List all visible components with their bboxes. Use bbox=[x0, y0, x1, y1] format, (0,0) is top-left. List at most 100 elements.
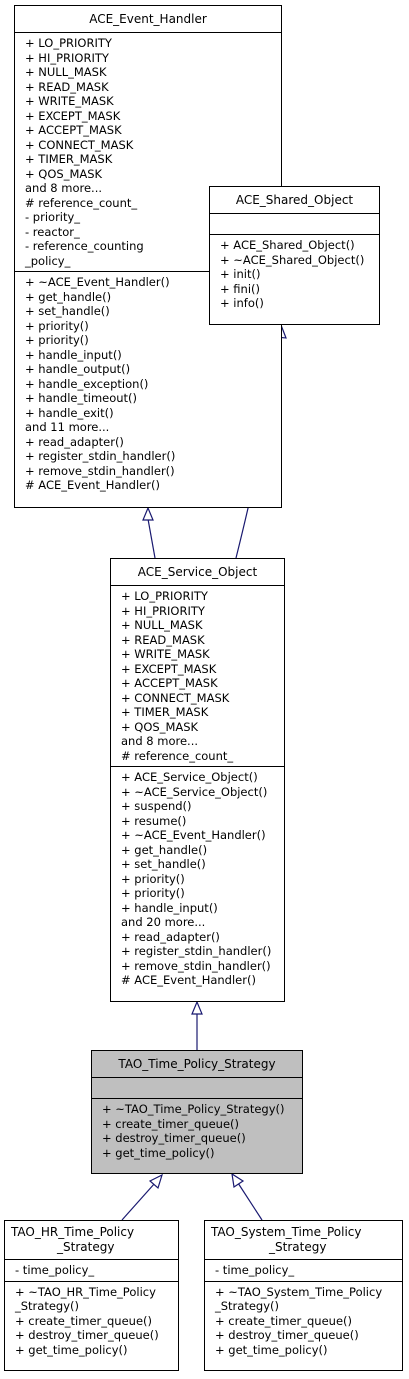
operation[interactable]: + get_time_policy() bbox=[102, 1145, 215, 1160]
class-name-line: TAO_System_Time_Policy bbox=[211, 1225, 362, 1239]
operation[interactable]: + info() bbox=[220, 296, 264, 310]
arrowhead-strategy-left bbox=[148, 1173, 163, 1190]
attribute: + NULL_MASK bbox=[25, 65, 107, 79]
attribute: + TIMER_MASK bbox=[121, 705, 209, 719]
class-ace-service-object[interactable]: ACE_Service_Object + LO_PRIORITY + HI_PR… bbox=[110, 558, 285, 1002]
operation[interactable]: + get_time_policy() bbox=[15, 1342, 128, 1357]
operation[interactable]: + handle_output() bbox=[25, 362, 131, 376]
edge-service-to-event-handler bbox=[147, 518, 156, 559]
class-name-line: _Strategy bbox=[57, 1240, 115, 1254]
attributes-section: - time_policy_ bbox=[205, 1260, 402, 1282]
operation[interactable]: + get_time_policy() bbox=[215, 1342, 328, 1357]
operation[interactable]: + ~ACE_Shared_Object() bbox=[220, 252, 365, 267]
more-operations-link[interactable]: and 11 more... bbox=[25, 420, 110, 434]
class-ace-shared-object[interactable]: ACE_Shared_Object + ACE_Shared_Object() … bbox=[209, 186, 380, 325]
operation[interactable]: + create_timer_queue() bbox=[102, 1116, 240, 1131]
attributes-section: + LO_PRIORITY + HI_PRIORITY + NULL_MASK … bbox=[111, 586, 284, 767]
attribute: + ACCEPT_MASK bbox=[25, 123, 122, 137]
attribute: + HI_PRIORITY bbox=[25, 50, 109, 65]
operation[interactable]: + ~TAO_HR_Time_Policy bbox=[15, 1284, 156, 1299]
attributes-section: - time_policy_ bbox=[5, 1260, 178, 1282]
class-name: ACE_Event_Handler bbox=[15, 6, 281, 33]
operation[interactable]: + ACE_Service_Object() bbox=[121, 770, 258, 784]
class-name: TAO_HR_Time_Policy _Strategy bbox=[5, 1221, 178, 1260]
operation[interactable]: + handle_timeout() bbox=[25, 391, 138, 405]
operation[interactable]: + ~TAO_System_Time_Policy bbox=[215, 1284, 383, 1299]
attribute: + CONNECT_MASK bbox=[121, 690, 230, 705]
operation[interactable]: + create_timer_queue() bbox=[15, 1313, 153, 1328]
attribute: + ACCEPT_MASK bbox=[121, 676, 218, 690]
attribute: + CONNECT_MASK bbox=[25, 137, 134, 152]
operations-section: + ~TAO_Time_Policy_Strategy() + create_t… bbox=[92, 1099, 302, 1163]
attribute: + READ_MASK bbox=[121, 632, 205, 647]
attribute: + NULL_MASK bbox=[121, 618, 203, 632]
attribute: + QOS_MASK bbox=[121, 719, 199, 734]
attributes-section bbox=[210, 214, 379, 235]
operation[interactable]: + ~ACE_Event_Handler() bbox=[121, 828, 266, 842]
attribute: + WRITE_MASK bbox=[121, 647, 210, 661]
operation[interactable]: + register_stdin_handler() bbox=[121, 944, 272, 958]
more-operations-link[interactable]: and 20 more... bbox=[121, 915, 206, 929]
operation[interactable]: + handle_input() bbox=[121, 900, 218, 915]
operation[interactable]: + register_stdin_handler() bbox=[25, 449, 176, 463]
operation[interactable]: + ~ACE_Event_Handler() bbox=[25, 275, 170, 289]
operation[interactable]: + ~ACE_Service_Object() bbox=[121, 784, 268, 799]
attribute: + WRITE_MASK bbox=[25, 94, 114, 108]
edge-system-to-strategy bbox=[237, 1182, 263, 1221]
operation[interactable]: _Strategy() bbox=[215, 1299, 279, 1313]
operation[interactable]: + priority() bbox=[121, 871, 185, 886]
operation[interactable]: + read_adapter() bbox=[25, 434, 124, 449]
class-name: ACE_Service_Object bbox=[111, 559, 284, 586]
operation[interactable]: + set_handle() bbox=[25, 304, 110, 318]
operation[interactable]: + get_handle() bbox=[25, 289, 112, 304]
class-tao-time-policy-strategy[interactable]: TAO_Time_Policy_Strategy + ~TAO_Time_Pol… bbox=[91, 1050, 303, 1174]
operation[interactable]: # ACE_Event_Handler() bbox=[121, 973, 256, 987]
class-tao-hr-time-policy-strategy[interactable]: TAO_HR_Time_Policy _Strategy - time_poli… bbox=[4, 1220, 179, 1371]
operation[interactable]: + destroy_timer_queue() bbox=[215, 1328, 359, 1342]
attribute: # reference_count_ bbox=[121, 748, 234, 763]
attribute: + TIMER_MASK bbox=[25, 152, 113, 166]
operation[interactable]: + priority() bbox=[25, 333, 89, 347]
attribute: + QOS_MASK bbox=[25, 166, 103, 181]
operation[interactable]: + remove_stdin_handler() bbox=[121, 958, 271, 973]
class-name: TAO_System_Time_Policy _Strategy bbox=[205, 1221, 402, 1260]
edge-hr-to-strategy bbox=[121, 1182, 156, 1221]
operation[interactable]: + create_timer_queue() bbox=[215, 1313, 353, 1328]
operations-section: + ACE_Shared_Object() + ~ACE_Shared_Obje… bbox=[210, 235, 379, 314]
more-attributes-link[interactable]: and 8 more... bbox=[25, 181, 103, 195]
operation[interactable]: + ~TAO_Time_Policy_Strategy() bbox=[102, 1102, 285, 1116]
attribute: + HI_PRIORITY bbox=[121, 603, 205, 618]
attribute: + READ_MASK bbox=[25, 79, 109, 94]
operations-section: + ~TAO_HR_Time_Policy _Strategy() + crea… bbox=[5, 1282, 178, 1361]
operation[interactable]: + ACE_Shared_Object() bbox=[220, 238, 355, 252]
operation[interactable]: + handle_exit() bbox=[25, 405, 114, 420]
attribute: + LO_PRIORITY bbox=[25, 36, 112, 50]
attribute: + EXCEPT_MASK bbox=[25, 108, 121, 123]
operation[interactable]: + set_handle() bbox=[121, 857, 206, 871]
operation[interactable]: + destroy_timer_queue() bbox=[102, 1131, 246, 1145]
operation[interactable]: + resume() bbox=[121, 813, 187, 828]
attribute: # reference_count_ bbox=[25, 195, 138, 210]
operation[interactable]: + fini() bbox=[220, 281, 260, 296]
operation[interactable]: + get_handle() bbox=[121, 842, 208, 857]
operation[interactable]: + handle_input() bbox=[25, 347, 122, 362]
arrowhead-event-handler bbox=[142, 506, 154, 521]
operation[interactable]: + read_adapter() bbox=[121, 929, 220, 944]
operation[interactable]: # ACE_Event_Handler() bbox=[25, 478, 160, 492]
operation[interactable]: + init() bbox=[220, 267, 261, 281]
class-name-line: _Strategy bbox=[269, 1240, 327, 1254]
operation[interactable]: + handle_exception() bbox=[25, 376, 149, 391]
operation[interactable]: + priority() bbox=[121, 886, 185, 900]
more-attributes-link[interactable]: and 8 more... bbox=[121, 734, 199, 748]
operation[interactable]: + remove_stdin_handler() bbox=[25, 463, 175, 478]
operation[interactable]: _Strategy() bbox=[15, 1299, 79, 1313]
attributes-section: + LO_PRIORITY + HI_PRIORITY + NULL_MASK … bbox=[15, 33, 281, 272]
operation[interactable]: + suspend() bbox=[121, 799, 192, 813]
operations-section: + ~ACE_Event_Handler() + get_handle() + … bbox=[15, 272, 281, 496]
class-name: TAO_Time_Policy_Strategy bbox=[92, 1051, 302, 1078]
operation[interactable]: + destroy_timer_queue() bbox=[15, 1328, 159, 1342]
class-name: ACE_Shared_Object bbox=[210, 187, 379, 214]
class-tao-system-time-policy-strategy[interactable]: TAO_System_Time_Policy _Strategy - time_… bbox=[204, 1220, 403, 1371]
operation[interactable]: + priority() bbox=[25, 318, 89, 333]
